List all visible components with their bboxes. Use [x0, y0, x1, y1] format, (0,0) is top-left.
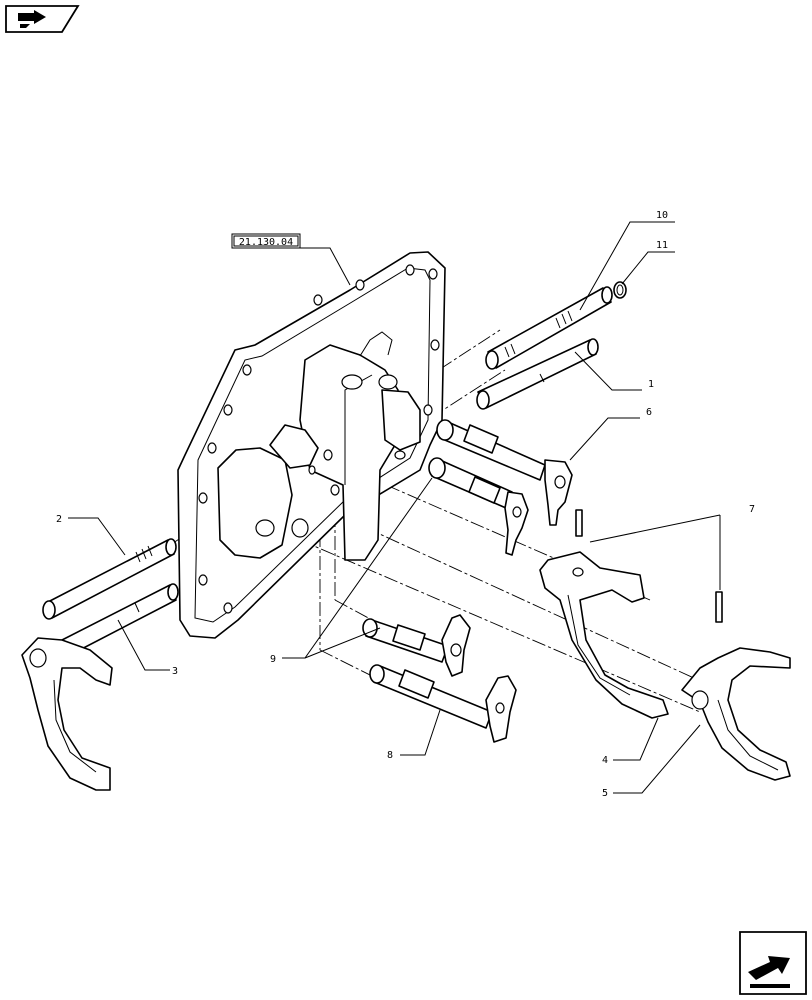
circlip-11 [613, 281, 627, 299]
selector-shaft-6 [436, 419, 573, 526]
shift-rod-1 [476, 338, 599, 410]
shift-fork-3 [21, 637, 113, 791]
selector-shaft-9-lower [362, 614, 471, 677]
roll-pin-7-upper [575, 509, 583, 537]
selector-shaft-9-upper [428, 457, 529, 556]
callout-4: 4 [602, 755, 608, 766]
callout-9: 9 [270, 654, 276, 665]
callout-labels: 10 11 1 6 7 2 3 9 8 4 5 [56, 210, 755, 799]
callout-11: 11 [656, 240, 668, 251]
callout-8: 8 [387, 750, 393, 761]
shift-rod-10 [485, 286, 613, 370]
cross-reference-code: 21.130.04 [239, 237, 293, 248]
cross-reference-box[interactable]: 21.130.04 [231, 233, 301, 249]
shift-fork-5 [681, 647, 791, 781]
leader-lines [68, 221, 721, 794]
selector-shaft-8 [369, 664, 517, 743]
callout-5: 5 [602, 788, 608, 799]
callout-7: 7 [749, 504, 755, 515]
callout-10: 10 [656, 210, 668, 221]
roll-pin-7-lower [715, 591, 723, 623]
callout-2: 2 [56, 514, 62, 525]
shift-fork-4 [539, 551, 669, 719]
shift-rod-2 [42, 538, 177, 620]
next-page-arrow-icon[interactable] [739, 931, 807, 995]
callout-3: 3 [172, 666, 178, 677]
callout-6: 6 [646, 407, 652, 418]
callout-1: 1 [648, 379, 654, 390]
selector-housing-plate [177, 251, 446, 639]
previous-page-arrow-icon[interactable] [5, 5, 80, 33]
